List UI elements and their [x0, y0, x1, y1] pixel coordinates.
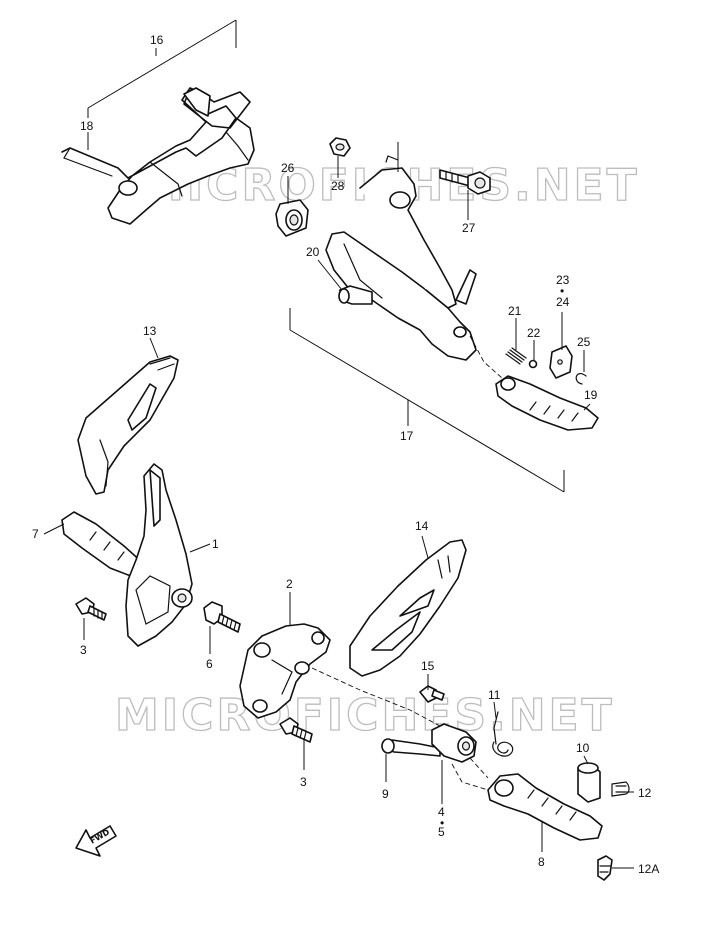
callout-18: 18: [80, 119, 94, 133]
group-17-bracket: [289, 308, 565, 493]
watermark-bottom: MICROFICHES.NET: [115, 690, 615, 741]
part-24-plate: [549, 345, 573, 379]
callout-11: 11: [488, 688, 501, 702]
part-20-pin: [338, 285, 373, 305]
callout-labels: 16 18 26 28 27 20 23 • 24 21 22 25 19 17…: [32, 33, 659, 876]
part-14-heel-guard: [349, 539, 467, 677]
part-3-bolt-middle: [279, 717, 313, 743]
callout-3-middle: 3: [300, 775, 307, 789]
callout-13: 13: [143, 324, 157, 338]
callout-2: 2: [286, 577, 293, 591]
part-19-footpeg: [495, 375, 599, 431]
callout-22: 22: [527, 326, 541, 340]
callout-12: 12: [638, 786, 652, 800]
part-2-plate: [239, 623, 331, 719]
callout-15: 15: [421, 659, 435, 673]
part-11-spring: [492, 711, 514, 757]
callout-23-24-separator: •: [560, 284, 564, 298]
part-21-spring: [505, 347, 527, 365]
callout-7: 7: [32, 527, 39, 541]
callout-25: 25: [577, 335, 591, 349]
callout-26: 26: [281, 161, 295, 175]
part-15-bolt: [419, 685, 445, 703]
callout-23: 23: [556, 273, 570, 287]
part-4-holder: [431, 723, 477, 763]
callout-8: 8: [538, 855, 545, 869]
part-12a-fitting: [597, 855, 613, 881]
part-28-nut: [329, 137, 351, 157]
callout-17: 17: [400, 429, 414, 443]
part-6-bolt: [203, 601, 241, 633]
part-1-hanger: [125, 463, 193, 647]
callout-3-left: 3: [80, 643, 87, 657]
callout-1: 1: [212, 537, 219, 551]
callout-9: 9: [382, 787, 389, 801]
leader-lines: [43, 48, 634, 869]
callout-19: 19: [584, 388, 598, 402]
callout-20: 20: [306, 245, 320, 259]
part-18-bracket: [61, 87, 255, 225]
part-9-pin: [381, 738, 441, 757]
callout-4-5-separator: •: [440, 816, 444, 830]
callout-14: 14: [415, 519, 429, 533]
group-16-bracket: [87, 19, 237, 118]
part-8-footpeg: [487, 773, 603, 841]
callout-10: 10: [576, 741, 590, 755]
part-17-hanger: [325, 155, 477, 361]
callout-16: 16: [150, 33, 164, 47]
callout-21: 21: [508, 304, 522, 318]
callout-5: 5: [438, 825, 445, 839]
callout-27: 27: [462, 221, 476, 235]
part-27-bolt: [439, 169, 491, 195]
part-25-clip: [575, 372, 587, 385]
part-10-bushing: [577, 762, 601, 803]
part-13-heel-guard: [77, 355, 179, 495]
callout-4: 4: [438, 805, 445, 819]
callout-6: 6: [206, 657, 213, 671]
callout-28: 28: [331, 179, 345, 193]
assembly-lines: [311, 335, 503, 791]
part-3-bolt-left: [75, 597, 107, 621]
fwd-arrow-icon: FWD: [75, 825, 117, 857]
part-26-bushing: [275, 199, 309, 237]
part-12-cotter-pin: [611, 781, 630, 797]
part-22-ball: [528, 359, 538, 369]
callout-12a: 12A: [638, 862, 659, 876]
callout-24: 24: [556, 295, 570, 309]
